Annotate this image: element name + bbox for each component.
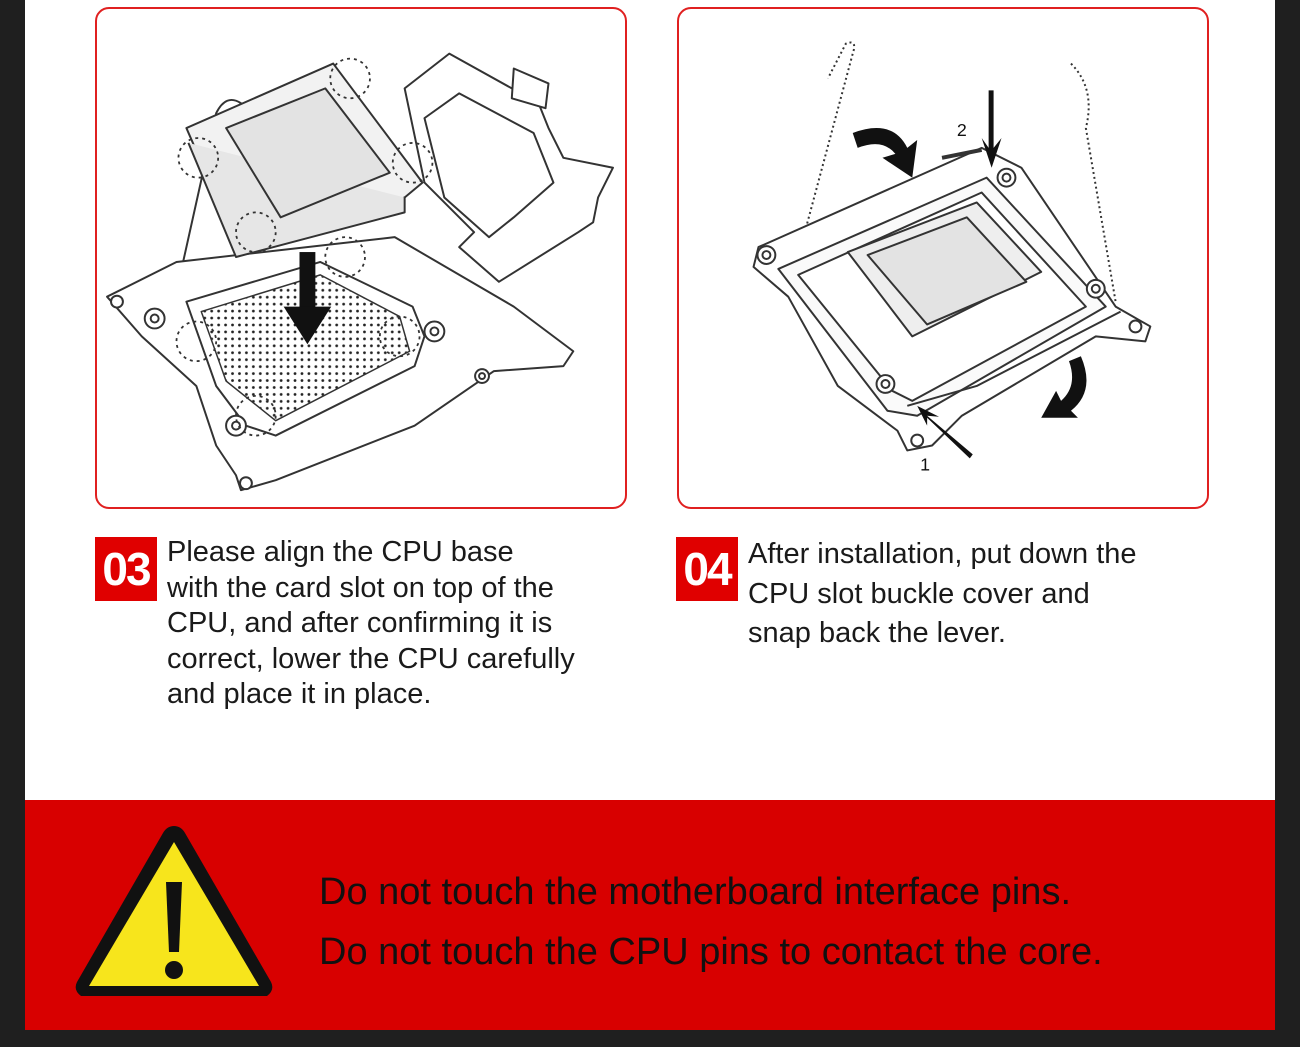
- warning-triangle-icon: [75, 826, 273, 996]
- instruction-page: 2 1 03 Please align the CPU base with th…: [25, 0, 1275, 1030]
- step-description: After installation, put down the CPU slo…: [748, 538, 1137, 649]
- warning-line: Do not touch the motherboard interface p…: [319, 871, 1072, 913]
- callout-2-label: 2: [957, 120, 967, 140]
- step-03-illustration: [95, 7, 627, 509]
- warning-banner: Do not touch the motherboard interface p…: [25, 800, 1275, 1030]
- socket-closed-illustration: 2 1: [752, 41, 1152, 474]
- warning-line: Do not touch the CPU pins to contact the…: [319, 931, 1103, 973]
- cpu-lowering-illustration: [106, 52, 614, 492]
- step-number-badge: 04: [676, 537, 738, 601]
- warning-text: Do not touch the motherboard interface p…: [319, 862, 1103, 982]
- callout-1-label: 1: [920, 454, 930, 474]
- step-number-badge: 03: [95, 537, 157, 601]
- step-04-illustration: 2 1: [677, 7, 1209, 509]
- step-description: Please align the CPU base with the card …: [167, 536, 575, 710]
